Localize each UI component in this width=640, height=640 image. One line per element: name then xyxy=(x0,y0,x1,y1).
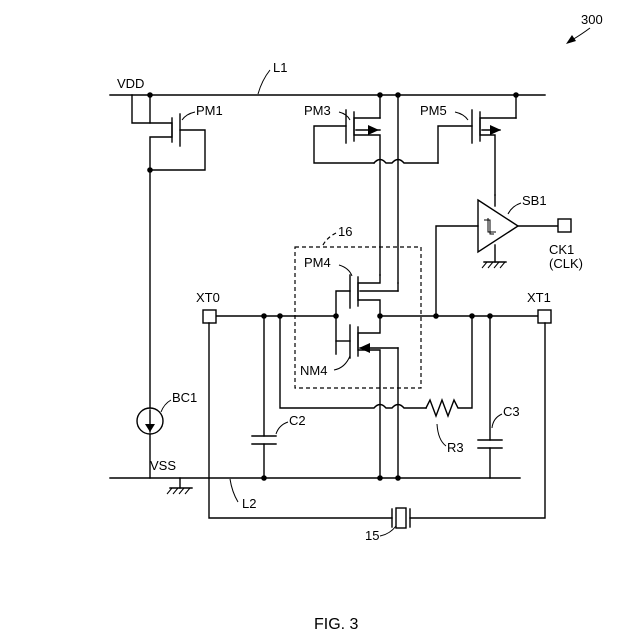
l1-leader xyxy=(258,70,270,94)
bc1-label: BC1 xyxy=(172,390,197,405)
c2-leader xyxy=(276,422,288,434)
clk-label: (CLK) xyxy=(549,256,583,271)
xt1-label: XT1 xyxy=(527,290,551,305)
sb1-leader xyxy=(508,203,521,214)
c3-capacitor xyxy=(478,316,502,478)
nm4-leader xyxy=(334,356,350,370)
pm5-label: PM5 xyxy=(420,103,447,118)
l2-leader xyxy=(230,479,238,502)
r3-label: R3 xyxy=(447,440,464,455)
c2-label: C2 xyxy=(289,413,306,428)
figure-ref-arrow xyxy=(566,28,590,44)
vss-label: VSS xyxy=(150,458,176,473)
xt0-label: XT0 xyxy=(196,290,220,305)
block-16-leader xyxy=(322,233,336,247)
xt1-terminal[interactable] xyxy=(538,310,551,323)
xt0-terminal[interactable] xyxy=(203,310,216,323)
sb1-label: SB1 xyxy=(522,193,547,208)
pm4-transistor xyxy=(336,275,398,354)
pm5-leader xyxy=(455,112,468,120)
block-16-label: 16 xyxy=(338,224,352,239)
pm3-label: PM3 xyxy=(304,103,331,118)
l2-label: L2 xyxy=(242,496,256,511)
c2-capacitor xyxy=(252,316,276,478)
pm3-transistor xyxy=(314,95,380,275)
crystal-15-leader xyxy=(380,526,396,536)
pm1-transistor xyxy=(132,95,205,170)
vdd-label: VDD xyxy=(117,76,144,91)
pm5-transistor xyxy=(438,95,516,195)
pm4-label: PM4 xyxy=(304,255,331,270)
crystal-15-label: 15 xyxy=(365,528,379,543)
c3-leader xyxy=(492,414,502,428)
vss-ground-icon xyxy=(167,478,192,494)
pm3-leader xyxy=(339,112,350,120)
bc1-current-source xyxy=(137,170,163,478)
l1-label: L1 xyxy=(273,60,287,75)
nm4-transistor xyxy=(336,316,398,478)
nm4-label: NM4 xyxy=(300,363,327,378)
pm1-leader xyxy=(182,112,195,120)
pm1-label: PM1 xyxy=(196,103,223,118)
ck1-terminal[interactable] xyxy=(558,219,571,232)
figure-caption: FIG. 3 xyxy=(314,616,359,633)
bc1-leader xyxy=(161,400,171,412)
ck1-label: CK1 xyxy=(549,242,574,257)
r3-leader xyxy=(437,424,446,446)
c3-label: C3 xyxy=(503,404,520,419)
figure-ref-number: 300 xyxy=(581,12,603,27)
crystal-15 xyxy=(209,323,545,528)
